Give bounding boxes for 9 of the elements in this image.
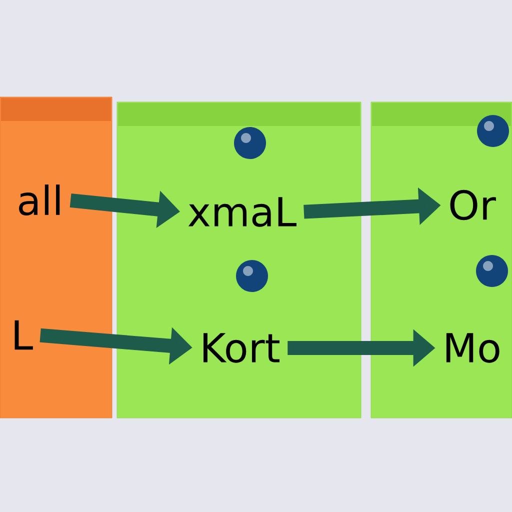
handwritten-word: Or	[450, 190, 496, 220]
handwritten-word: L	[14, 320, 33, 350]
handwritten-word: Kort	[204, 333, 280, 363]
handwritten-word: all	[19, 184, 60, 216]
handwritten-word: Mo	[446, 333, 500, 363]
sticky-note	[370, 102, 512, 418]
sticky-note	[116, 102, 362, 418]
sticky-note	[0, 96, 112, 418]
handwritten-word: xmaL	[188, 197, 296, 227]
